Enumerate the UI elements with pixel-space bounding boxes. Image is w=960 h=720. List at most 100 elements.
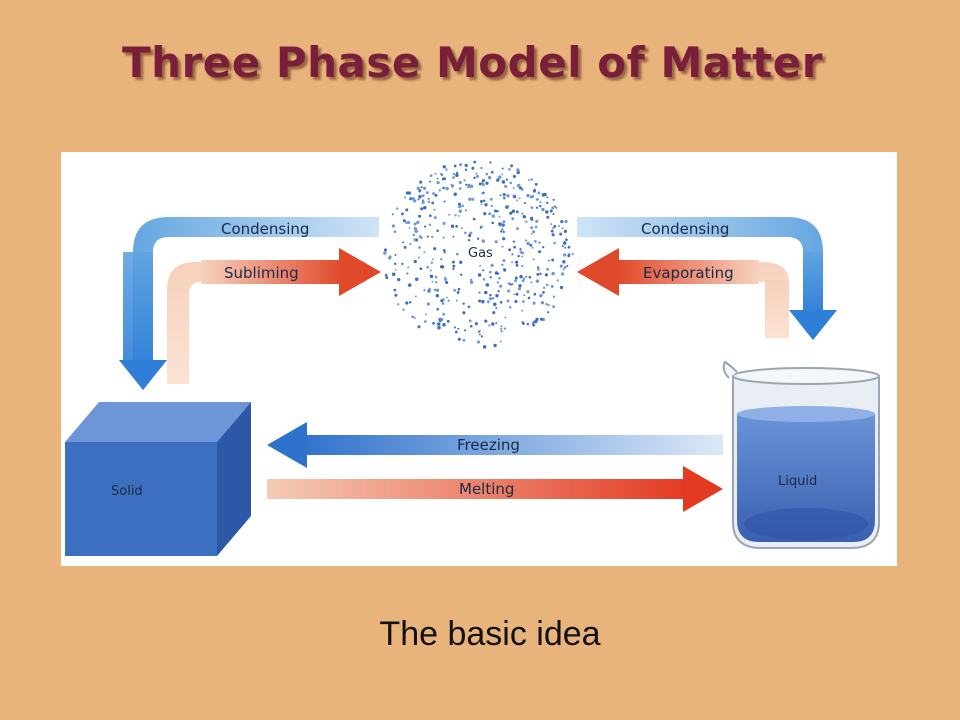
gas-particle bbox=[448, 213, 451, 216]
gas-particle bbox=[467, 185, 471, 189]
gas-particle bbox=[440, 265, 445, 269]
gas-particle bbox=[411, 197, 415, 201]
gas-particle bbox=[515, 210, 519, 214]
gas-particle bbox=[491, 297, 495, 300]
gas-particle bbox=[413, 259, 417, 264]
gas-particle bbox=[403, 245, 407, 249]
gas-particle bbox=[515, 263, 519, 267]
gas-particle bbox=[540, 301, 545, 305]
gas-particle bbox=[425, 191, 429, 195]
gas-particle bbox=[455, 252, 459, 256]
gas-particle bbox=[510, 164, 514, 168]
gas-particle bbox=[436, 177, 439, 180]
gas-particle bbox=[434, 193, 438, 197]
gas-particle bbox=[394, 253, 397, 256]
gas-particle bbox=[482, 277, 486, 281]
gas-particle bbox=[563, 253, 567, 257]
gas-particle bbox=[402, 308, 405, 312]
gas-particle bbox=[456, 290, 460, 294]
gas-particle bbox=[453, 192, 457, 197]
gas-particle bbox=[436, 180, 440, 185]
evaporating-arrow bbox=[577, 248, 789, 338]
gas-particle bbox=[547, 311, 550, 314]
gas-particle bbox=[464, 231, 467, 235]
gas-particle bbox=[563, 229, 567, 233]
gas-particle bbox=[406, 272, 409, 275]
gas-particle bbox=[560, 220, 564, 224]
gas-particle bbox=[421, 194, 425, 198]
gas-particle bbox=[534, 182, 538, 186]
gas-particle bbox=[468, 197, 472, 201]
gas-particle bbox=[551, 233, 555, 237]
gas-particle bbox=[480, 335, 484, 338]
gas-particle bbox=[503, 267, 506, 270]
gas-particle bbox=[540, 293, 543, 297]
gas-particle bbox=[434, 172, 437, 175]
gas-particle bbox=[418, 235, 422, 238]
solid-cube bbox=[65, 402, 251, 556]
gas-particle bbox=[561, 245, 564, 248]
gas-particle bbox=[447, 299, 450, 302]
subliming-label: Subliming bbox=[224, 264, 299, 282]
gas-particle bbox=[502, 220, 506, 224]
gas-particle bbox=[481, 179, 486, 183]
gas-particle bbox=[483, 212, 487, 216]
gas-particle bbox=[383, 248, 388, 252]
gas-particle bbox=[506, 299, 510, 303]
gas-particle bbox=[502, 230, 505, 234]
gas-particle bbox=[532, 322, 535, 325]
gas-particle bbox=[424, 320, 427, 323]
gas-particle bbox=[542, 245, 545, 249]
subliming-arrow bbox=[167, 248, 381, 384]
gas-particle bbox=[492, 311, 496, 315]
gas-particle bbox=[424, 225, 427, 228]
gas-particle bbox=[521, 255, 524, 258]
gas-particle bbox=[474, 322, 478, 326]
gas-particle bbox=[561, 227, 564, 230]
gas-particle bbox=[417, 256, 421, 259]
gas-particle bbox=[407, 266, 410, 269]
gas-particle bbox=[552, 227, 555, 230]
gas-particle bbox=[442, 298, 445, 301]
gas-particle bbox=[539, 272, 542, 276]
gas-particle bbox=[555, 206, 558, 209]
freezing-arrow bbox=[267, 422, 723, 468]
gas-particle bbox=[411, 315, 414, 318]
gas-particle bbox=[545, 283, 549, 287]
diagram-panel: Condensing Subliming Gas Condensing Evap… bbox=[61, 152, 897, 566]
gas-particle bbox=[559, 232, 563, 236]
gas-particle bbox=[558, 225, 560, 227]
gas-particle bbox=[420, 207, 424, 211]
gas-particle bbox=[383, 251, 387, 255]
gas-particle bbox=[393, 230, 397, 233]
gas-particle bbox=[516, 227, 519, 231]
gas-particle bbox=[463, 179, 466, 182]
gas-particle bbox=[551, 206, 555, 210]
gas-particle bbox=[433, 247, 437, 251]
gas-particle bbox=[542, 291, 545, 294]
gas-particle bbox=[429, 180, 432, 183]
gas-particle bbox=[539, 201, 542, 203]
gas-particle bbox=[475, 174, 480, 178]
gas-particle bbox=[512, 174, 516, 178]
gas-particle bbox=[471, 197, 475, 201]
gas-particle bbox=[433, 208, 436, 211]
gas-particle bbox=[457, 202, 461, 206]
gas-particle bbox=[484, 290, 488, 295]
gas-particle bbox=[538, 250, 542, 254]
gas-particle bbox=[459, 163, 463, 167]
gas-particle bbox=[559, 264, 563, 268]
gas-particle bbox=[485, 181, 489, 185]
gas-particle bbox=[453, 288, 457, 292]
gas-particle bbox=[393, 262, 397, 266]
gas-particle bbox=[476, 237, 480, 240]
gas-particle bbox=[491, 221, 495, 225]
gas-particle bbox=[495, 322, 498, 324]
gas-particle bbox=[479, 226, 482, 229]
gas-particle bbox=[530, 281, 533, 284]
gas-particle bbox=[439, 172, 442, 176]
gas-particle bbox=[452, 172, 456, 176]
gas-particle bbox=[501, 173, 504, 176]
gas-particle bbox=[550, 229, 554, 233]
gas-particle bbox=[499, 300, 503, 304]
